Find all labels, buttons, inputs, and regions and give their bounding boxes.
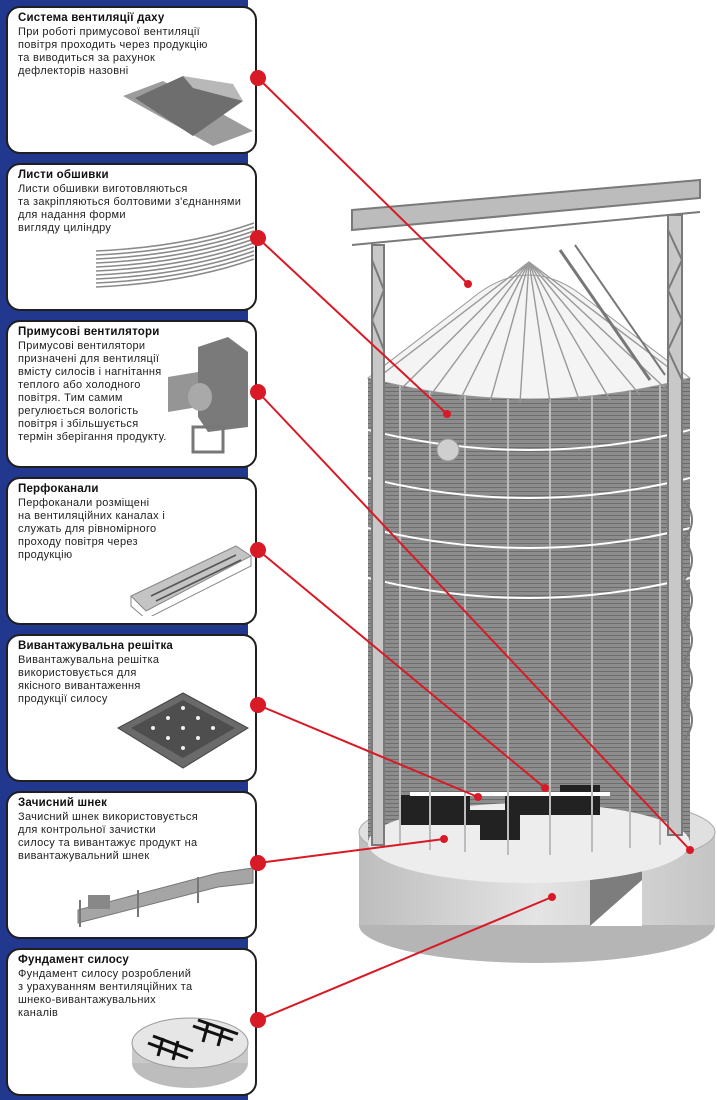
- card-roof-ventilation: Система вентиляції даху При роботі приму…: [6, 6, 257, 154]
- silo-gantry: [351, 178, 701, 846]
- sweep-auger-icon: [77, 867, 254, 927]
- card-title: Зачисний шнек: [18, 797, 108, 809]
- card-title: Перфоканали: [18, 483, 99, 495]
- wall-sheet-icon: [96, 222, 255, 288]
- callout-dot-forced-fans: [250, 384, 266, 400]
- callout-dot-silo-foundation: [250, 1012, 266, 1028]
- silo-body: [367, 378, 691, 883]
- callout-dot-discharge-grate: [250, 697, 266, 713]
- silo-roof: [366, 244, 692, 404]
- card-forced-fans: Примусові вентилятори Примусові вентилят…: [6, 320, 257, 468]
- callout-dot-wall-sheets: [250, 230, 266, 246]
- callout-target-dots: [440, 280, 694, 901]
- callout-dot-sweep-auger: [250, 855, 266, 871]
- card-description: Зачисний шнек використовується для контр…: [18, 811, 198, 862]
- card-title: Листи обшивки: [18, 169, 109, 181]
- card-description: Примусові вентилятори призначені для вен…: [18, 340, 167, 443]
- card-sweep-auger: Зачисний шнек Зачисний шнек використовує…: [6, 791, 257, 939]
- card-discharge-grate: Вивантажувальна решітка Вивантажувальна …: [6, 634, 257, 782]
- card-title: Фундамент силосу: [18, 954, 130, 966]
- callout-dot-roof-ventilation: [250, 70, 266, 86]
- card-perforated-channels: Перфоканали Перфоканали розміщені на вен…: [6, 477, 257, 625]
- card-description: При роботі примусової вентиляції повітря…: [18, 26, 208, 77]
- card-title: Система вентиляції даху: [18, 12, 165, 24]
- card-description: Перфоканали розміщені на вентиляційних к…: [18, 497, 166, 561]
- fan-icon: [168, 337, 248, 454]
- callout-dot-perforated-channels: [250, 542, 266, 558]
- card-description: Вивантажувальна решітка використовується…: [18, 654, 160, 705]
- foundation-icon: [131, 1017, 249, 1088]
- card-description: Листи обшивки виготовляються та закріпля…: [18, 183, 242, 234]
- perforated-channel-icon: [130, 545, 252, 616]
- card-title: Вивантажувальна решітка: [18, 640, 174, 652]
- discharge-grate-icon: [116, 692, 250, 769]
- callout-lines: [257, 77, 691, 1021]
- card-title: Примусові вентилятори: [18, 326, 160, 338]
- card-wall-sheets: Листи обшивки Листи обшивки виготовляють…: [6, 163, 257, 311]
- roof-ventilator-icon: [123, 76, 253, 146]
- card-silo-foundation: Фундамент силосу Фундамент силосу розроб…: [6, 948, 257, 1096]
- card-description: Фундамент силосу розроблений з урахуванн…: [18, 968, 193, 1019]
